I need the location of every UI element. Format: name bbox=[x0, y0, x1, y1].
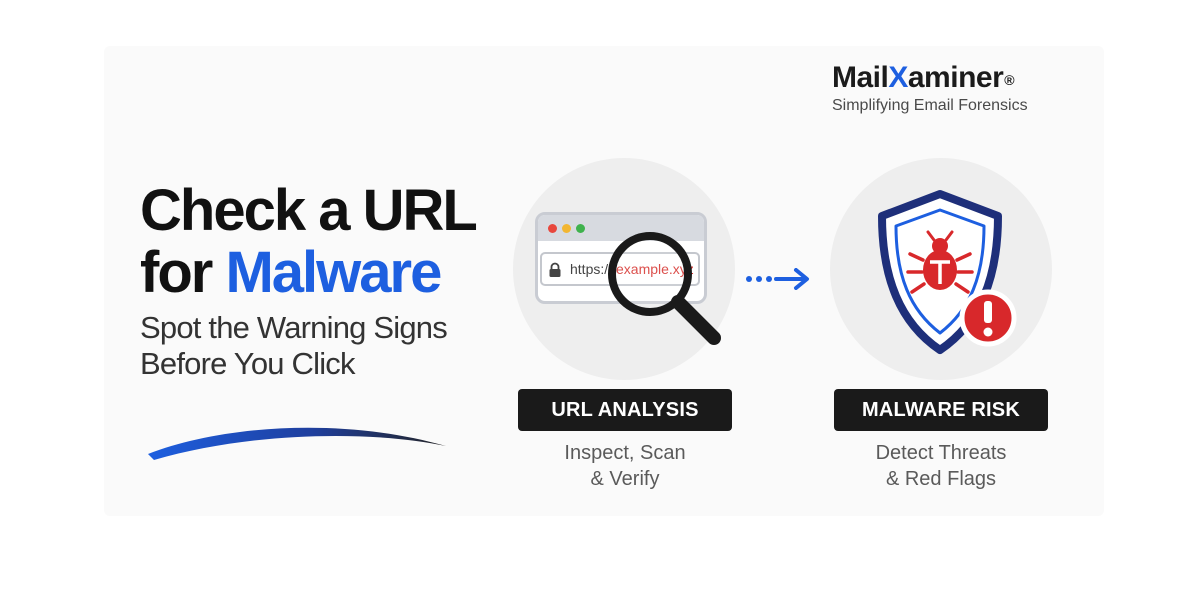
magnifying-glass-icon bbox=[608, 232, 721, 345]
lock-icon bbox=[549, 262, 561, 277]
url-domain: example.xyz bbox=[616, 261, 694, 277]
browser-title-bar bbox=[538, 215, 704, 241]
shield-icon bbox=[878, 190, 1017, 354]
exclamation-alert-icon bbox=[959, 289, 1017, 347]
brand-tagline: Simplifying Email Forensics bbox=[832, 97, 1028, 114]
headline-block: Check a URL for Malware Spot the Warning… bbox=[140, 180, 520, 382]
subheadline-line-1: Spot the Warning Signs bbox=[140, 310, 448, 345]
headline-line-2: for Malware bbox=[140, 240, 442, 305]
close-dot-icon bbox=[548, 224, 557, 233]
dotted-arrow-right-icon bbox=[746, 268, 809, 290]
registered-mark: ® bbox=[1004, 72, 1015, 88]
url-scheme: https:// bbox=[570, 261, 613, 277]
subheadline-line-2: Before You Click bbox=[140, 346, 355, 381]
url-analysis-description: Inspect, Scan & Verify bbox=[564, 442, 686, 490]
maximize-dot-icon bbox=[576, 224, 585, 233]
brand-logo: MailXaminer® Simplifying Email Forensics bbox=[832, 60, 1072, 116]
brand-name: MailXaminer® bbox=[832, 61, 1015, 94]
url-analysis-label: URL ANALYSIS bbox=[518, 389, 732, 431]
bug-icon bbox=[906, 230, 974, 294]
brush-swoosh-decoration bbox=[148, 427, 446, 460]
malware-risk-label: MALWARE RISK bbox=[834, 389, 1048, 431]
headline-line-1: Check a URL bbox=[140, 178, 478, 243]
malware-risk-description: Detect Threats & Red Flags bbox=[875, 442, 1007, 490]
headline-highlight: Malware bbox=[225, 240, 442, 305]
minimize-dot-icon bbox=[562, 224, 571, 233]
